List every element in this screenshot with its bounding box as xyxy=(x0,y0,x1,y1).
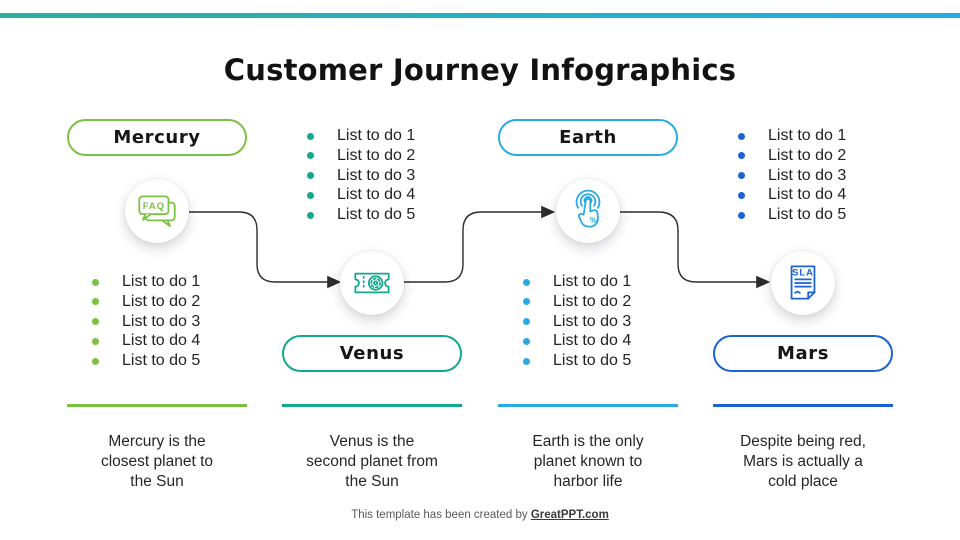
todo-item: List to do 3 xyxy=(282,166,497,186)
planet-description: Earth is the only planet known to harbor… xyxy=(532,433,644,490)
todo-item: List to do 2 xyxy=(498,292,713,312)
sla-document-icon: SLA xyxy=(771,251,835,315)
faq-chat-bubbles-icon: FAQ xyxy=(125,179,189,243)
todo-item: List to do 4 xyxy=(282,185,497,205)
footer-credit-text: This template has been created by xyxy=(351,509,531,521)
planet-pill-mercury: Mercury xyxy=(67,119,247,156)
todo-item: List to do 5 xyxy=(498,351,713,371)
divider-line xyxy=(498,404,678,407)
todo-list: List to do 1 List to do 2 List to do 3 L… xyxy=(713,126,928,225)
todo-item: List to do 5 xyxy=(67,351,282,371)
todo-item: List to do 1 xyxy=(498,272,713,292)
svg-text:%: % xyxy=(590,216,597,225)
todo-item: List to do 4 xyxy=(67,331,282,351)
footer-credit: This template has been created by GreatP… xyxy=(0,509,960,521)
todo-item: List to do 2 xyxy=(67,292,282,312)
page-title: Customer Journey Infographics xyxy=(223,53,737,87)
todo-list: List to do 1 List to do 2 List to do 3 L… xyxy=(67,272,282,371)
todo-item: List to do 2 xyxy=(713,146,928,166)
top-accent-bar xyxy=(0,13,960,18)
todo-item: List to do 1 xyxy=(67,272,282,292)
divider-line xyxy=(282,404,462,407)
planet-pill-label: Venus xyxy=(339,343,405,364)
touch-tap-percent-icon: % xyxy=(556,179,620,243)
planet-pill-earth: Earth xyxy=(498,119,678,156)
svg-text:SLA: SLA xyxy=(792,268,814,278)
todo-item: List to do 2 xyxy=(282,146,497,166)
todo-item: List to do 4 xyxy=(498,331,713,351)
todo-item: List to do 5 xyxy=(713,205,928,225)
todo-item: List to do 1 xyxy=(713,126,928,146)
todo-item: List to do 4 xyxy=(713,185,928,205)
todo-item: List to do 5 xyxy=(282,205,497,225)
planet-pill-label: Earth xyxy=(559,127,617,148)
divider-line xyxy=(67,404,247,407)
planet-pill-label: Mars xyxy=(776,343,830,364)
greatppt-link[interactable]: GreatPPT.com xyxy=(530,509,609,521)
todo-item: List to do 3 xyxy=(713,166,928,186)
divider-line xyxy=(713,404,893,407)
cinema-ticket-icon xyxy=(340,251,404,315)
planet-pill-label: Mercury xyxy=(113,127,201,148)
todo-list: List to do 1 List to do 2 List to do 3 L… xyxy=(498,272,713,371)
planet-pill-venus: Venus xyxy=(282,335,462,372)
planet-description: Despite being red, Mars is actually a co… xyxy=(740,433,866,490)
todo-item: List to do 3 xyxy=(67,312,282,332)
planet-pill-mars: Mars xyxy=(713,335,893,372)
svg-text:FAQ: FAQ xyxy=(143,201,165,211)
todo-item: List to do 3 xyxy=(498,312,713,332)
todo-list: List to do 1 List to do 2 List to do 3 L… xyxy=(282,126,497,225)
todo-item: List to do 1 xyxy=(282,126,497,146)
planet-description: Venus is the second planet from the Sun xyxy=(306,433,438,490)
planet-description: Mercury is the closest planet to the Sun xyxy=(100,433,213,490)
